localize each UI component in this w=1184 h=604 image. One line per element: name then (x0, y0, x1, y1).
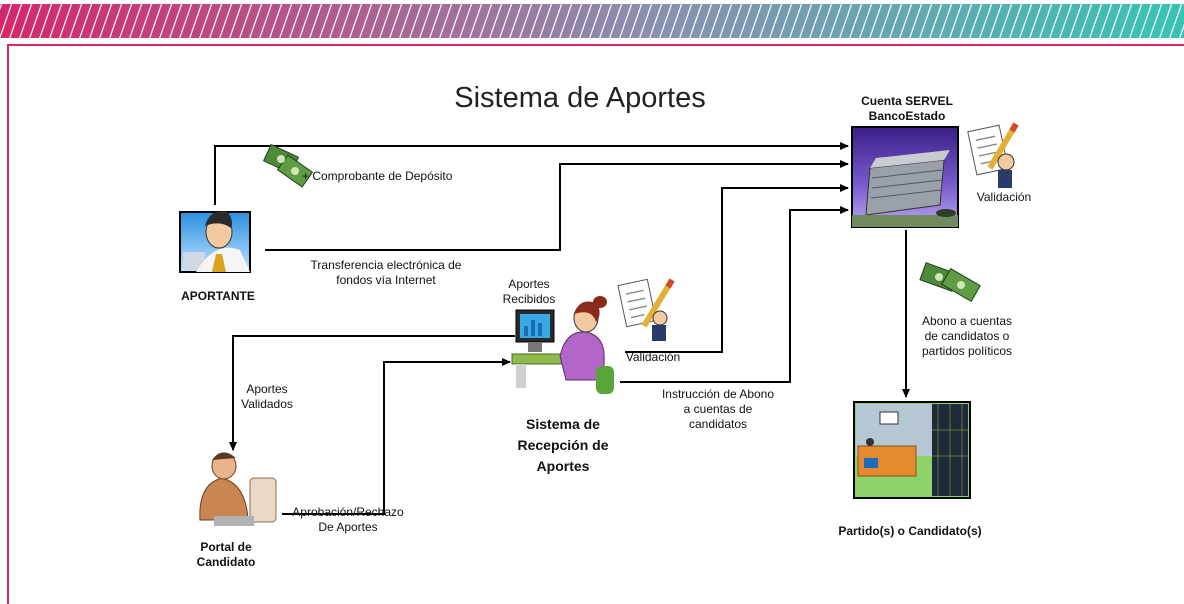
validacion-sys-label: Validación (625, 350, 681, 364)
edge-instruction-to-bank (620, 206, 849, 383)
office-icon (853, 401, 971, 499)
aportes-recibidos-label: Aportes Recibidos (502, 277, 556, 306)
validation-clipboard-icon (617, 278, 675, 341)
partido-label: Partido(s) o Candidato(s) (838, 524, 982, 538)
edge-portal-to-system (282, 358, 511, 515)
validacion-bank-label: Validación (976, 190, 1032, 204)
connectors (214, 142, 910, 515)
aportante-label: APORTANTE (181, 289, 255, 303)
edge-system-to-portal (229, 335, 515, 451)
validation-clipboard-icon (967, 122, 1019, 188)
portal-label: Portal de Candidato (196, 540, 256, 569)
instruccion-label: Instrucción de Abono a cuentas de candid… (661, 387, 775, 431)
computer-user-icon (511, 296, 614, 394)
edge-system-to-bank-top (625, 184, 849, 353)
abono-label: Abono a cuentas de candidatos o partidos… (921, 314, 1013, 358)
slide-frame (7, 44, 1184, 604)
edge-aportante-to-bank-top (214, 142, 849, 205)
edge-transfer-to-bank (265, 160, 849, 251)
servel-label: Cuenta SERVEL BancoEstado (861, 94, 953, 123)
money-icon (262, 143, 314, 188)
desk-worker-icon (199, 452, 277, 526)
aportes-validados-label: Aportes Validados (241, 382, 293, 411)
comprobante-label: + Comprobante de Depósito (302, 169, 453, 183)
decorative-stripe-band (0, 4, 1184, 38)
transferencia-label: Transferencia electrónica de fondos vía … (310, 258, 462, 287)
page-title: Sistema de Aportes (454, 82, 706, 114)
money-icon (919, 262, 981, 302)
sistema-label: Sistema de Recepción de Aportes (517, 416, 609, 474)
aprobacion-label: Aprobación/Rechazo De Aportes (292, 505, 404, 534)
bank-building-icon (851, 126, 959, 228)
person-icon (179, 211, 251, 273)
